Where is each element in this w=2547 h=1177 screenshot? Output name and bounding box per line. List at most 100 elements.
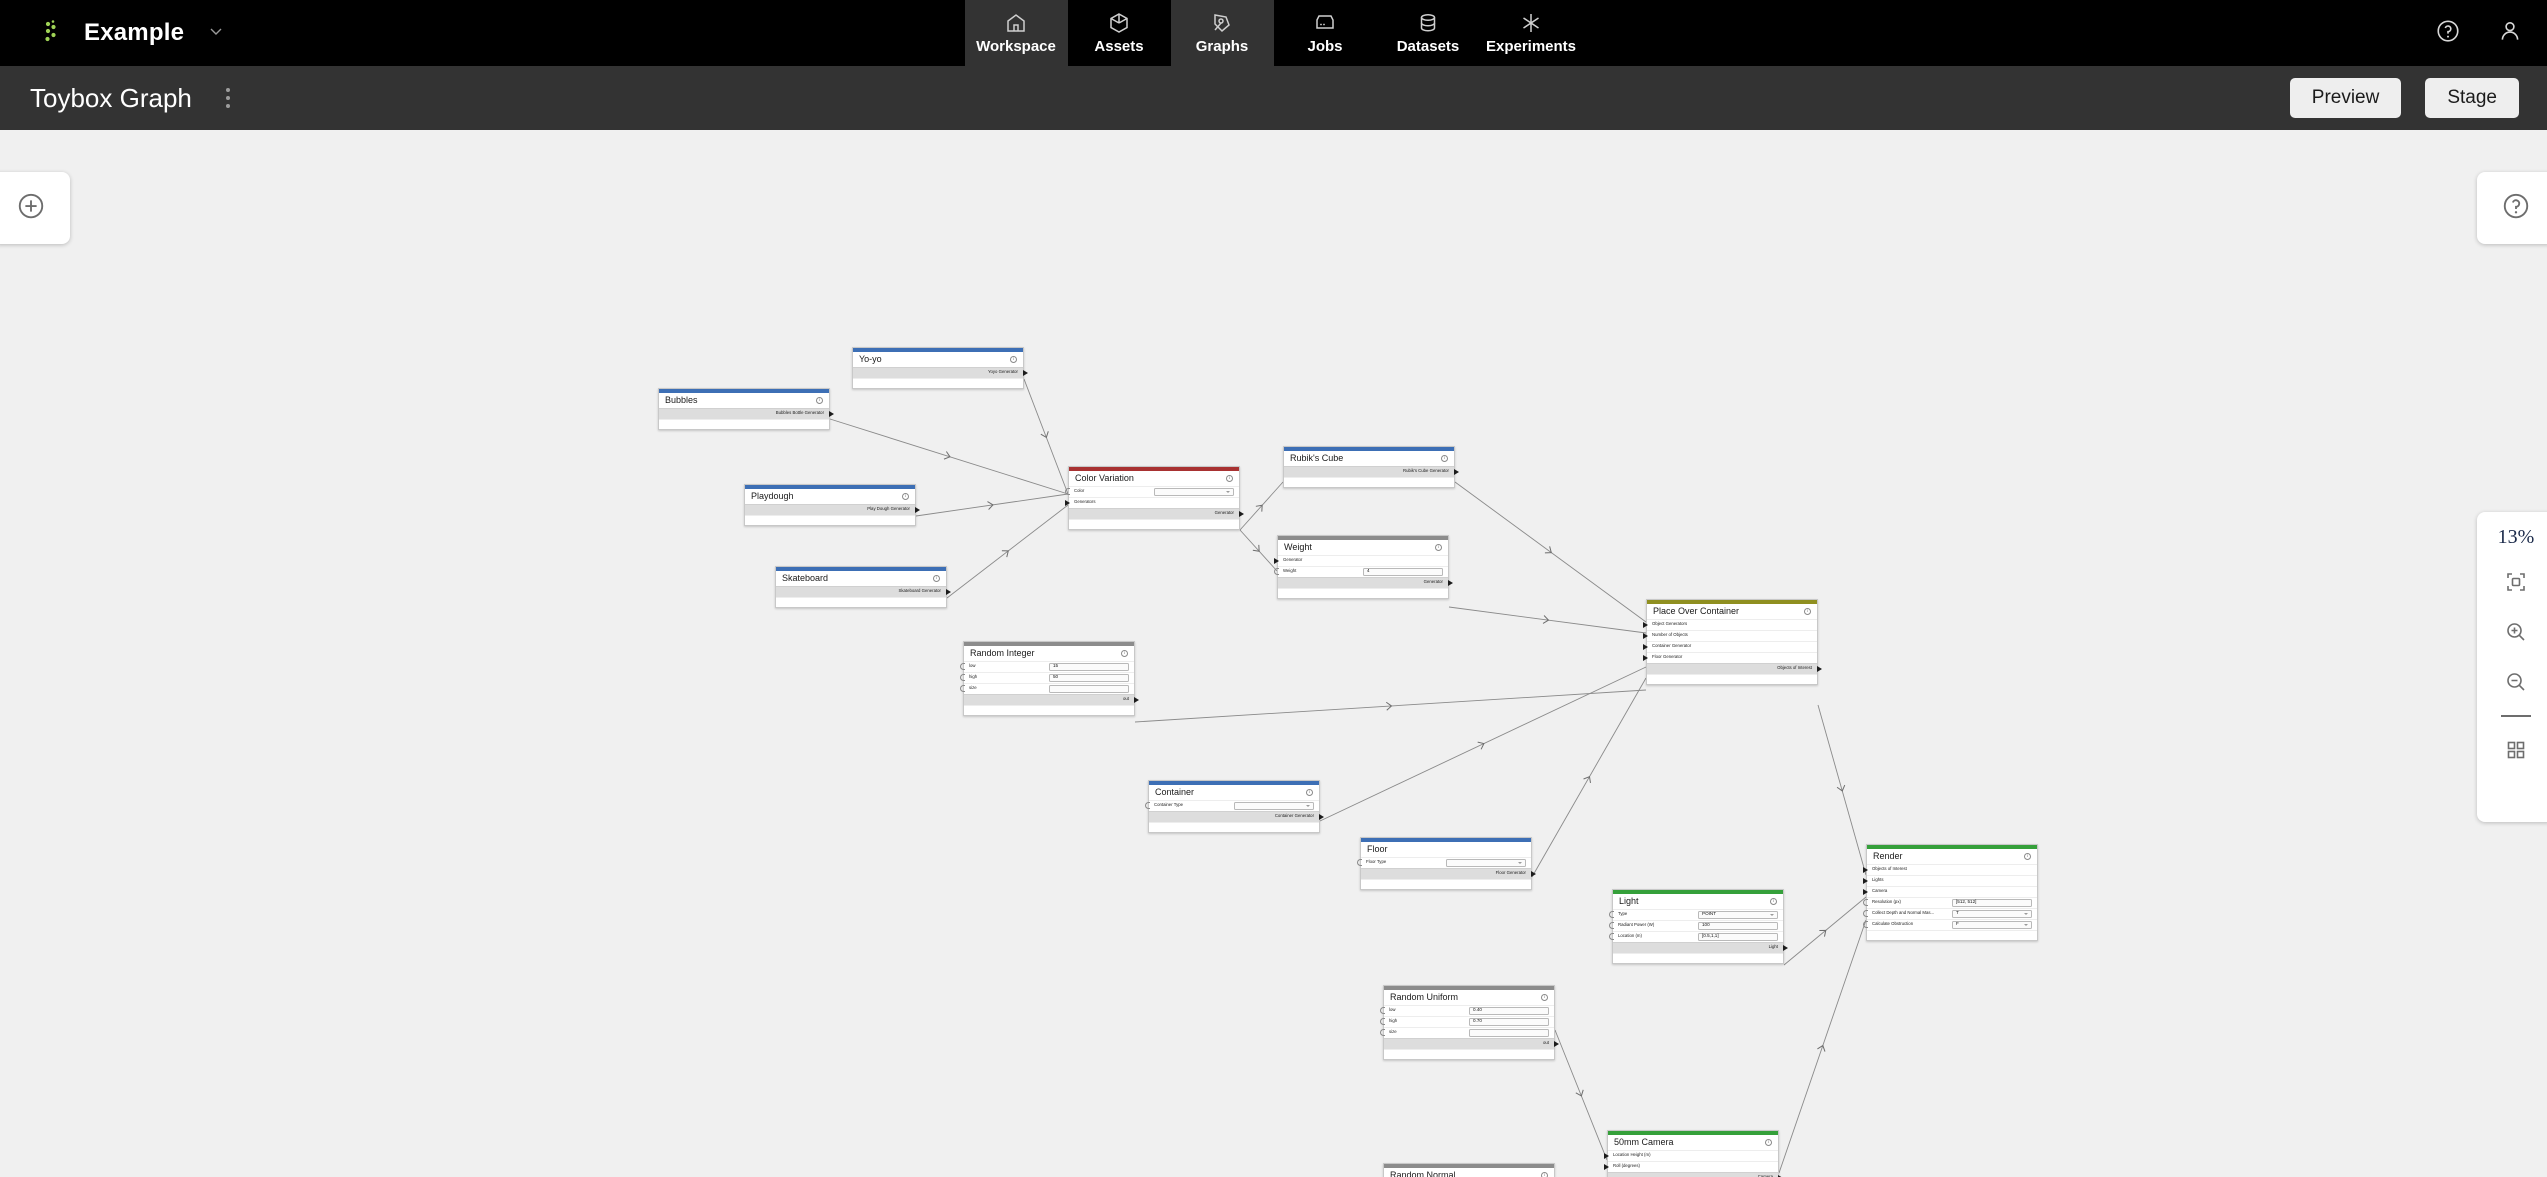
info-icon[interactable]: i xyxy=(1541,993,1548,1001)
row-field[interactable] xyxy=(1469,1028,1549,1037)
input-port[interactable] xyxy=(1145,802,1150,809)
output-port[interactable] xyxy=(1239,510,1244,517)
output-port[interactable] xyxy=(1319,813,1324,820)
output-port[interactable] xyxy=(1531,870,1536,877)
node-output-row[interactable]: Yoyo Generator xyxy=(853,366,1028,378)
node-output-row[interactable]: out xyxy=(964,693,1139,705)
output-port[interactable] xyxy=(1554,1040,1559,1047)
row-field[interactable]: 100 xyxy=(1698,921,1778,930)
node-row[interactable]: Floor Type xyxy=(1357,856,1531,868)
row-field[interactable]: 4 xyxy=(1363,567,1443,576)
nav-item-datasets[interactable]: Datasets xyxy=(1377,0,1480,66)
node-row[interactable]: Floor Generator xyxy=(1643,651,1817,663)
node-output-row[interactable]: Generator xyxy=(1069,507,1244,519)
info-icon[interactable]: i xyxy=(1441,454,1448,462)
input-port[interactable] xyxy=(1065,499,1070,506)
stage-button[interactable]: Stage xyxy=(2425,78,2519,118)
nav-item-workspace[interactable]: Workspace xyxy=(964,0,1068,66)
node-row[interactable]: Resolution (px)[512, 512] xyxy=(1863,896,2037,908)
output-port[interactable] xyxy=(1454,468,1459,475)
input-port[interactable] xyxy=(1643,654,1648,661)
input-port[interactable] xyxy=(1863,899,1868,906)
canvas-help-button[interactable] xyxy=(2477,172,2547,244)
input-port[interactable] xyxy=(960,685,965,692)
input-port[interactable] xyxy=(1863,910,1868,917)
node-output-row[interactable]: Rubik's Cube Generator xyxy=(1284,465,1459,477)
node-row[interactable]: Radiant Power (W)100 xyxy=(1609,919,1783,931)
node-row[interactable]: Generator xyxy=(1274,554,1448,566)
input-port[interactable] xyxy=(1863,888,1868,895)
node-output-row[interactable]: Skateboard Generator xyxy=(776,585,951,597)
input-port[interactable] xyxy=(1357,859,1362,866)
row-field[interactable] xyxy=(1049,684,1129,693)
output-port[interactable] xyxy=(829,410,834,417)
preview-button[interactable]: Preview xyxy=(2289,78,2402,118)
zoom-in-icon[interactable] xyxy=(2499,615,2533,649)
chevron-down-icon[interactable] xyxy=(208,23,224,44)
row-field[interactable]: 0.40 xyxy=(1469,1006,1549,1015)
row-field[interactable] xyxy=(1234,801,1314,810)
node-output-row[interactable]: Light xyxy=(1613,941,1788,953)
info-icon[interactable]: i xyxy=(1765,1138,1772,1146)
output-port[interactable] xyxy=(946,588,951,595)
input-port[interactable] xyxy=(1643,632,1648,639)
brand-area[interactable]: Example xyxy=(0,0,224,66)
info-icon[interactable]: i xyxy=(816,396,823,404)
node-row[interactable]: size xyxy=(960,682,1134,694)
node-row[interactable]: Lights xyxy=(1863,874,2037,886)
node-row[interactable]: Color xyxy=(1065,485,1239,497)
input-port[interactable] xyxy=(1065,488,1070,495)
info-icon[interactable]: i xyxy=(902,492,909,500)
node-row[interactable]: Camera xyxy=(1863,885,2037,897)
nav-item-graphs[interactable]: Graphs xyxy=(1170,0,1274,66)
input-port[interactable] xyxy=(1609,922,1614,929)
info-icon[interactable]: i xyxy=(1435,543,1442,551)
output-port[interactable] xyxy=(915,506,920,513)
row-field[interactable]: POINT xyxy=(1698,910,1778,919)
node-row[interactable]: Number of Objects xyxy=(1643,629,1817,641)
output-port[interactable] xyxy=(1778,1174,1783,1177)
input-port[interactable] xyxy=(1863,866,1868,873)
info-icon[interactable]: i xyxy=(1226,474,1233,482)
output-port[interactable] xyxy=(1134,696,1139,703)
output-port[interactable] xyxy=(1783,944,1788,951)
input-port[interactable] xyxy=(1380,1007,1385,1014)
row-field[interactable]: 15 xyxy=(1049,662,1129,671)
node-row[interactable]: Object Generators xyxy=(1643,618,1817,630)
zoom-out-icon[interactable] xyxy=(2499,665,2533,699)
question-circle-icon[interactable] xyxy=(2435,18,2461,49)
node-row[interactable]: Objects of Interest xyxy=(1863,863,2037,875)
input-port[interactable] xyxy=(1604,1163,1609,1170)
input-port[interactable] xyxy=(1643,643,1648,650)
info-icon[interactable]: i xyxy=(1804,607,1811,615)
input-port[interactable] xyxy=(1643,621,1648,628)
node-row[interactable]: Collect Depth and Normal Mas...T xyxy=(1863,907,2037,919)
graph-node-random-normal[interactable]: Random Normaliloc0scale20sizeout xyxy=(1383,1163,1555,1177)
info-icon[interactable]: i xyxy=(1010,355,1017,363)
input-port[interactable] xyxy=(960,674,965,681)
info-icon[interactable]: i xyxy=(933,574,940,582)
row-field[interactable] xyxy=(1446,858,1526,867)
row-field[interactable]: [0.5,1,1] xyxy=(1698,932,1778,941)
info-icon[interactable]: i xyxy=(1306,788,1313,796)
row-field[interactable]: F xyxy=(1952,920,2032,929)
input-port[interactable] xyxy=(1863,877,1868,884)
info-icon[interactable]: i xyxy=(1121,649,1128,657)
node-row[interactable]: Container Type xyxy=(1145,799,1319,811)
input-port[interactable] xyxy=(1609,933,1614,940)
